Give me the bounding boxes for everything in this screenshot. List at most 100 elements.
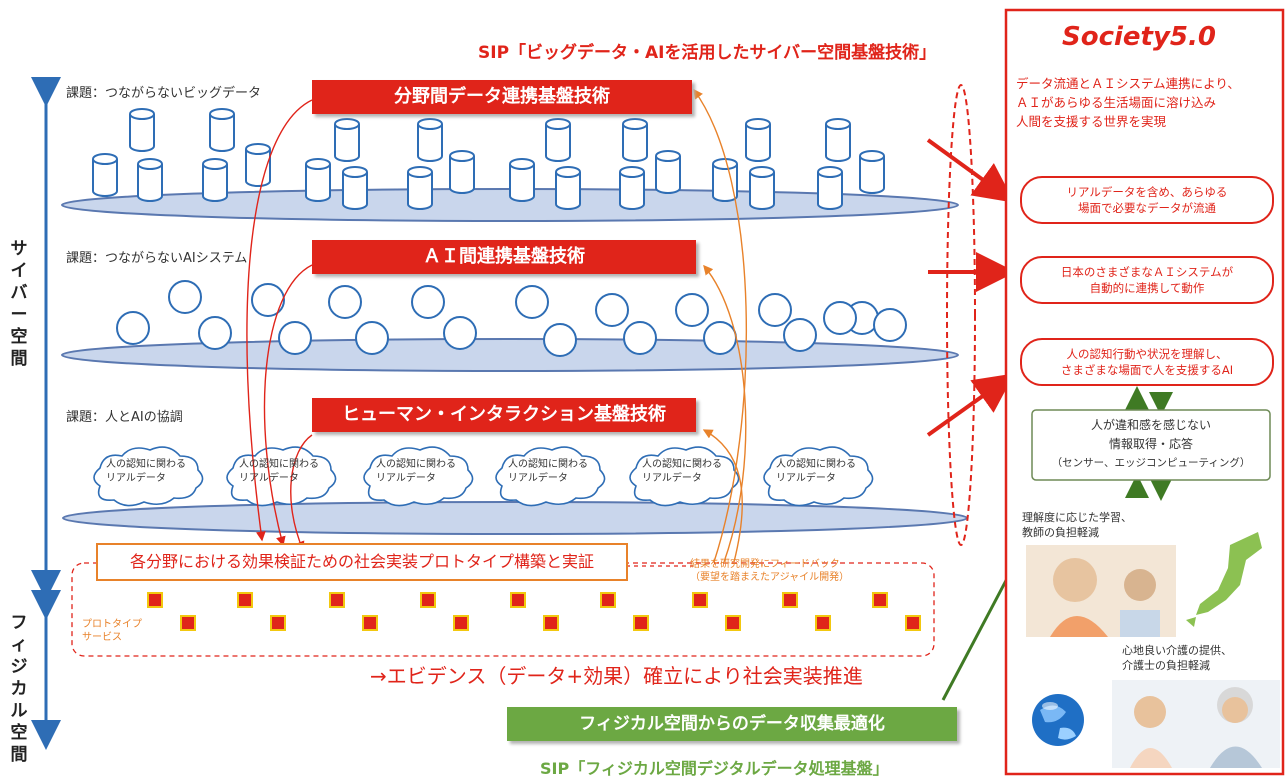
prototype-service-icons bbox=[147, 592, 921, 631]
cloud-label: 人の認知に関わるリアルデータ bbox=[642, 458, 722, 486]
database-icon bbox=[129, 108, 155, 152]
cloud-label-line1: 人の認知に関わる bbox=[376, 459, 456, 470]
banner-ai-linkage: ＡＩ間連携基盤技術 bbox=[312, 240, 696, 274]
sense-line3: （センサー、エッジコンピューティング） bbox=[1051, 457, 1251, 469]
cloud-label-line2: リアルデータ bbox=[776, 473, 836, 484]
evidence-text: →エビデンス（データ+効果）確立により社会実装推進 bbox=[370, 664, 863, 688]
database-icon bbox=[342, 166, 368, 210]
kadai-bigdata: 課題：つながらないビッグデータ bbox=[66, 86, 262, 101]
prototype-title: 各分野における効果検証ための社会実装プロトタイプ構築と実証 bbox=[129, 552, 594, 571]
prototype-service-icon bbox=[180, 615, 196, 631]
ai-node-icon bbox=[823, 301, 857, 335]
database-icon bbox=[449, 150, 475, 194]
cyber-boundary-ellipse bbox=[946, 84, 976, 546]
ai-node-icons bbox=[116, 280, 907, 357]
banner-human-interaction: ヒューマン・インタラクション基盤技術 bbox=[312, 398, 696, 432]
ai-node-icon bbox=[543, 323, 577, 357]
prototype-service-icon bbox=[510, 592, 526, 608]
sense-line2: 情報取得・応答 bbox=[1108, 437, 1193, 451]
service-line1: プロトタイプ bbox=[82, 619, 142, 630]
care-photo bbox=[1112, 680, 1280, 768]
cloud-shape bbox=[495, 446, 606, 507]
kadai-human-ai: 課題：人とAIの協調 bbox=[66, 410, 183, 425]
prototype-service-icon bbox=[782, 592, 798, 608]
ai-node-icon bbox=[515, 285, 549, 319]
prototype-service-icon bbox=[543, 615, 559, 631]
pill-human-line2: さまざまな場面で人を支援するAI bbox=[1060, 363, 1234, 377]
database-icon bbox=[305, 158, 331, 202]
database-icon bbox=[655, 150, 681, 194]
edu-line1: 理解度に応じた学習、 bbox=[1022, 511, 1132, 524]
ai-node-icon bbox=[355, 321, 389, 355]
database-icon bbox=[417, 118, 443, 162]
cloud-label-line1: 人の認知に関わる bbox=[642, 459, 722, 470]
sense-box-text: 人が違和感を感じない 情報取得・応答 （センサー、エッジコンピューティング） bbox=[1032, 416, 1270, 473]
database-icon bbox=[555, 166, 581, 210]
database-icon bbox=[859, 150, 885, 194]
cloud-label-line2: リアルデータ bbox=[106, 473, 166, 484]
society-description: データ流通とＡＩシステム連携により、 ＡＩがあらゆる生活場面に溶け込み 人間を支… bbox=[1016, 74, 1240, 131]
ai-node-icon bbox=[443, 316, 477, 350]
pill-ai-line1: 日本のさまざまなＡＩシステムが bbox=[1060, 265, 1234, 279]
database-icon bbox=[509, 158, 535, 202]
database-icons bbox=[92, 108, 885, 210]
cloud-label-line1: 人の認知に関わる bbox=[508, 459, 588, 470]
cloud-label: 人の認知に関わるリアルデータ bbox=[106, 458, 186, 486]
feedback-line1: 結果を研究開発にフィードバック bbox=[690, 559, 840, 570]
sip-physical-title: SIP「フィジカル空間デジタルデータ処理基盤」 bbox=[540, 759, 889, 778]
service-line2: サービス bbox=[82, 632, 122, 643]
database-icon bbox=[334, 118, 360, 162]
ai-node-icon bbox=[411, 285, 445, 319]
pill-ai-line2: 自動的に連携して動作 bbox=[1089, 281, 1205, 295]
cloud-shape bbox=[93, 446, 204, 507]
care-caption: 心地良い介護の提供、 介護士の負担軽減 bbox=[1122, 643, 1232, 673]
prototype-service-icon bbox=[872, 592, 888, 608]
sip-cyber-title: SIP「ビッグデータ・AIを活用したサイバー空間基盤技術」 bbox=[478, 43, 937, 63]
cloud-shape bbox=[226, 446, 337, 507]
ai-node-icon bbox=[198, 316, 232, 350]
cyber-space-label: サイバー空間 bbox=[10, 239, 28, 369]
pill-data-line1: リアルデータを含め、あらゆる bbox=[1066, 185, 1228, 199]
prototype-service-icon bbox=[692, 592, 708, 608]
platform-human bbox=[62, 501, 968, 535]
ai-node-icon bbox=[873, 308, 907, 342]
database-icon bbox=[622, 118, 648, 162]
feedback-label: 結果を研究開発にフィードバック （要望を踏まえたアジャイル開発） bbox=[690, 558, 849, 584]
cloud-shape bbox=[763, 446, 874, 507]
cloud-label-line2: リアルデータ bbox=[508, 473, 568, 484]
society-arrows bbox=[926, 138, 1016, 437]
edu-line2: 教師の負担軽減 bbox=[1022, 526, 1099, 539]
ai-node-icon bbox=[623, 321, 657, 355]
sense-line1: 人が違和感を感じない bbox=[1090, 418, 1211, 432]
feedback-line2: （要望を踏まえたアジャイル開発） bbox=[690, 572, 850, 583]
cloud-label-line2: リアルデータ bbox=[376, 473, 436, 484]
education-photo bbox=[1026, 545, 1176, 637]
sense-box bbox=[1031, 409, 1271, 481]
prototype-service-icon bbox=[329, 592, 345, 608]
prototype-service-icon bbox=[600, 592, 616, 608]
sense-arrows bbox=[1125, 386, 1173, 501]
database-icon bbox=[137, 158, 163, 202]
society-desc-line2: ＡＩがあらゆる生活場面に溶け込み bbox=[1016, 95, 1217, 110]
prototype-service-icon bbox=[633, 615, 649, 631]
prototype-service-icon bbox=[905, 615, 921, 631]
cloud-shapes bbox=[93, 446, 874, 507]
feedback-arrows bbox=[693, 88, 747, 563]
database-icon bbox=[209, 108, 235, 152]
prototype-service-icon bbox=[147, 592, 163, 608]
society-pill-ai: 日本のさまざまなＡＩシステムが自動的に連携して動作 bbox=[1020, 256, 1274, 304]
society-desc-line3: 人間を支援する世界を実現 bbox=[1016, 114, 1167, 129]
database-icon bbox=[407, 166, 433, 210]
cloud-label: 人の認知に関わるリアルデータ bbox=[376, 458, 456, 486]
database-icon bbox=[749, 166, 775, 210]
physical-space-label: フィジカル空間 bbox=[10, 613, 28, 765]
database-icon bbox=[545, 118, 571, 162]
cloud-label-line2: リアルデータ bbox=[239, 473, 299, 484]
prototype-service-icon bbox=[453, 615, 469, 631]
society-pill-human: 人の認知行動や状況を理解し、さまざまな場面で人を支援するAI bbox=[1020, 338, 1274, 386]
cloud-shape bbox=[629, 446, 740, 507]
banner-physical-data: フィジカル空間からのデータ収集最適化 bbox=[507, 707, 957, 741]
prototype-service-icon bbox=[815, 615, 831, 631]
implementation-arrows bbox=[246, 99, 313, 552]
